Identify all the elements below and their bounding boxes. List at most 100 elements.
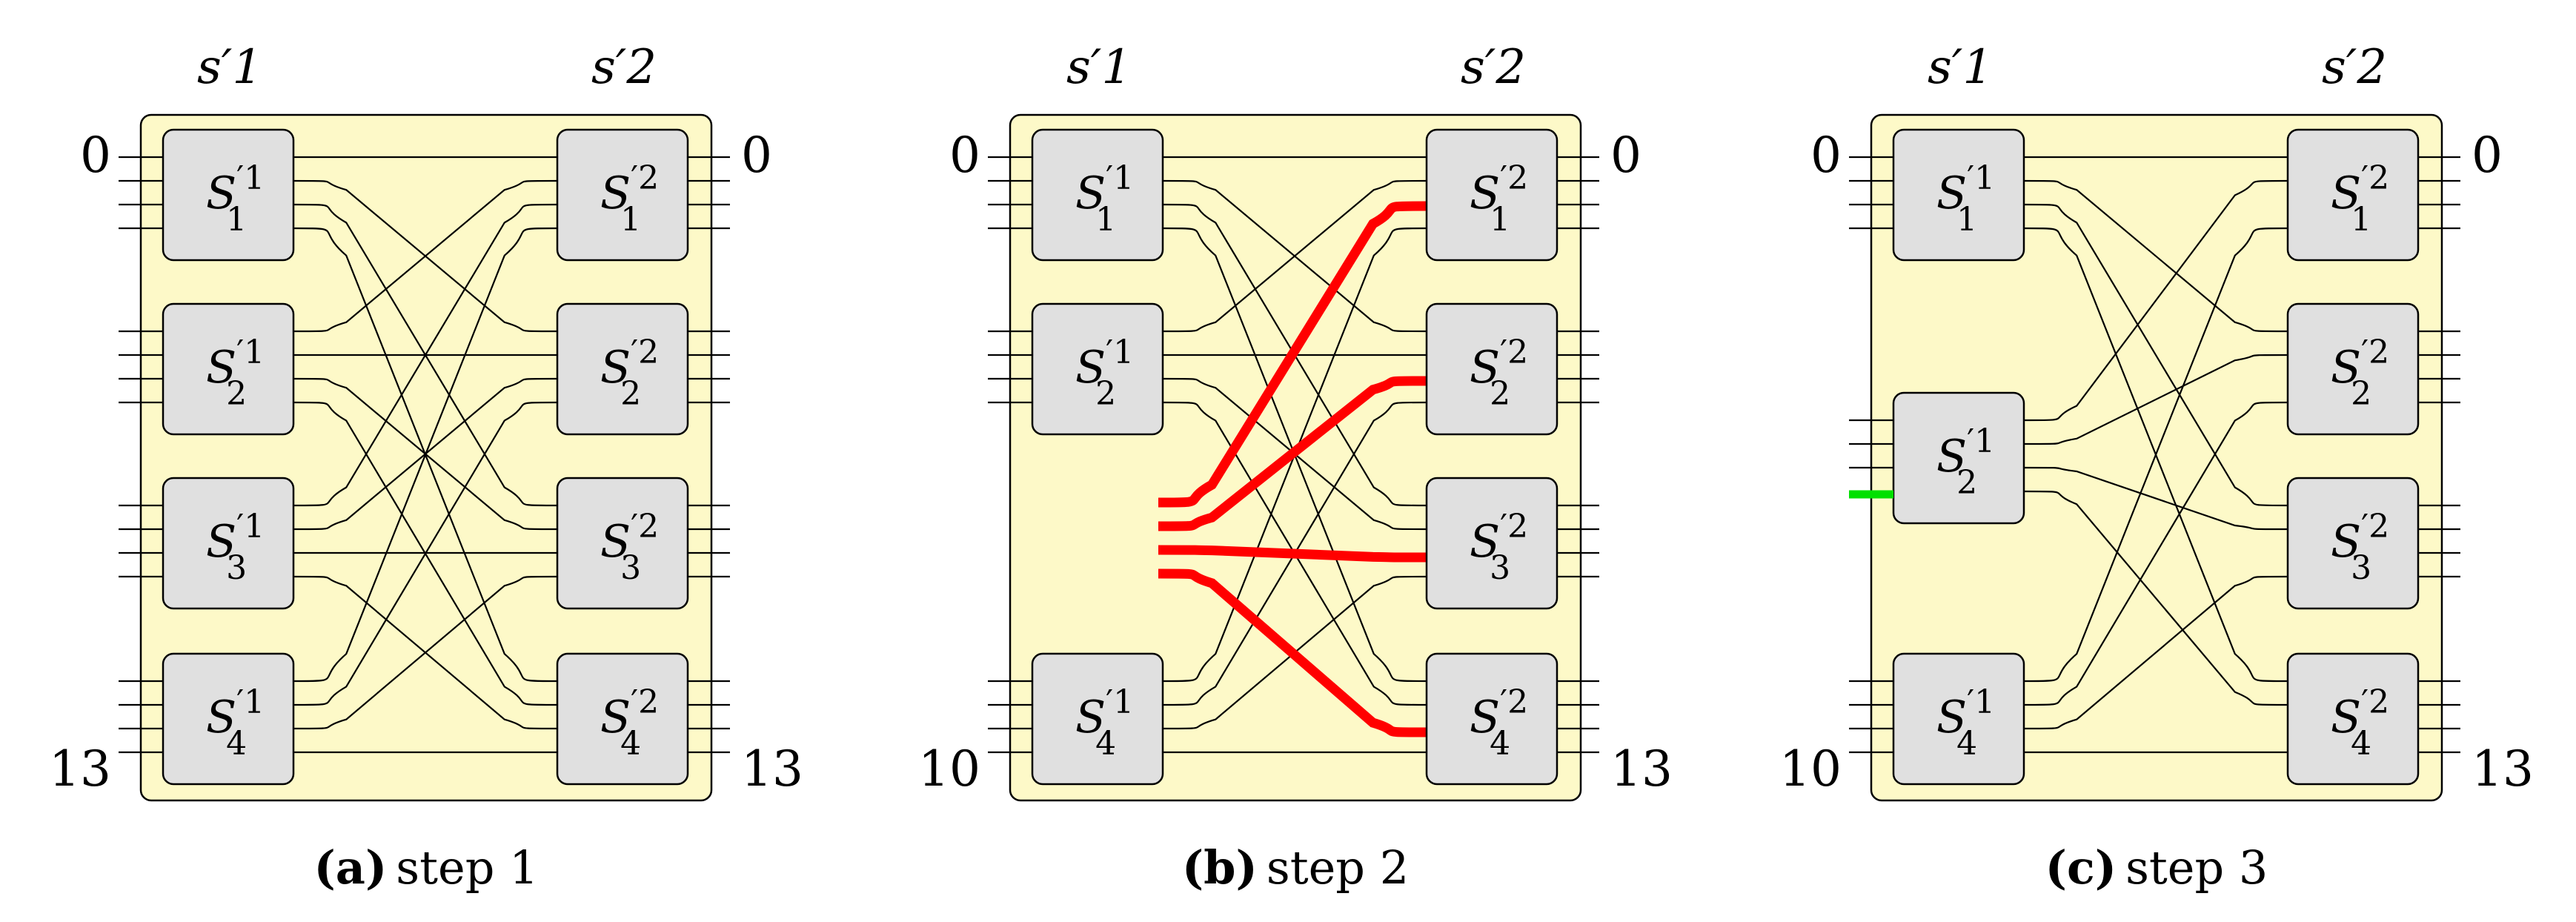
input-index-bottom: 10: [918, 740, 980, 797]
switch-box: [2286, 652, 2420, 786]
input-index-bottom: 10: [1779, 740, 1842, 797]
switch-box: [2286, 128, 2420, 262]
rerouted-path: [1158, 376, 1427, 531]
link-wire: [2023, 354, 2288, 445]
link-wire: [2023, 490, 2288, 706]
switch-box: [556, 302, 689, 436]
switch-box: [162, 652, 295, 786]
switch-box: [1031, 128, 1164, 262]
output-index-top: 0: [741, 127, 772, 184]
link-wire: [293, 203, 558, 507]
switch-box: [2286, 302, 2420, 436]
link-wire: [2023, 179, 2288, 422]
rerouted-path: [1158, 568, 1427, 737]
switch-box: [1892, 128, 2025, 262]
switch-box: [556, 477, 689, 610]
link-wire: [2023, 203, 2288, 507]
stage1-header: s′1: [1066, 40, 1132, 95]
output-index-top: 0: [2472, 127, 2503, 184]
output-index-bottom: 13: [741, 740, 803, 797]
input-index-bottom: 13: [49, 740, 111, 797]
link-wire: [293, 575, 558, 730]
switch-box: [162, 302, 295, 436]
rerouted-path: [1158, 545, 1427, 563]
switch-box: [1031, 652, 1164, 786]
switch-box: [1425, 128, 1558, 262]
switch-box: [1892, 391, 2025, 525]
output-index-bottom: 13: [2472, 740, 2534, 797]
input-index-top: 0: [80, 127, 111, 184]
switch-box: [1425, 302, 1558, 436]
switch-box: [1425, 477, 1558, 610]
interconnect-wires: [2023, 156, 2288, 754]
switch-box: [556, 652, 689, 786]
link-wire: [293, 179, 558, 333]
stage1-header: s′1: [1928, 40, 1993, 95]
link-wire: [2023, 575, 2288, 730]
link-wire: [293, 227, 558, 683]
switch-box: [162, 477, 295, 610]
panel-caption: (c)step 3: [2045, 840, 2268, 895]
output-index-bottom: 13: [1610, 740, 1673, 797]
switch-box: [1425, 652, 1558, 786]
panel-caption: (b)step 2: [1182, 840, 1409, 895]
switch-box: [162, 128, 295, 262]
link-wire: [1162, 179, 1427, 333]
link-wire: [293, 401, 558, 706]
link-wire: [2023, 227, 2288, 683]
switch-box: [1892, 652, 2025, 786]
rerouted-path: [1158, 201, 1427, 508]
panel-caption: (a)step 1: [313, 840, 538, 895]
input-index-top: 0: [1810, 127, 1842, 184]
interconnect-wires: [293, 156, 558, 754]
output-index-top: 0: [1610, 127, 1641, 184]
switch-box: [2286, 477, 2420, 610]
input-index-top: 0: [949, 127, 980, 184]
switch-box: [1031, 302, 1164, 436]
stage2-header: s′2: [591, 40, 657, 95]
stage2-header: s′2: [1461, 40, 1526, 95]
link-wire: [2023, 466, 2288, 531]
stage2-header: s′2: [2322, 40, 2387, 95]
switch-box: [556, 128, 689, 262]
